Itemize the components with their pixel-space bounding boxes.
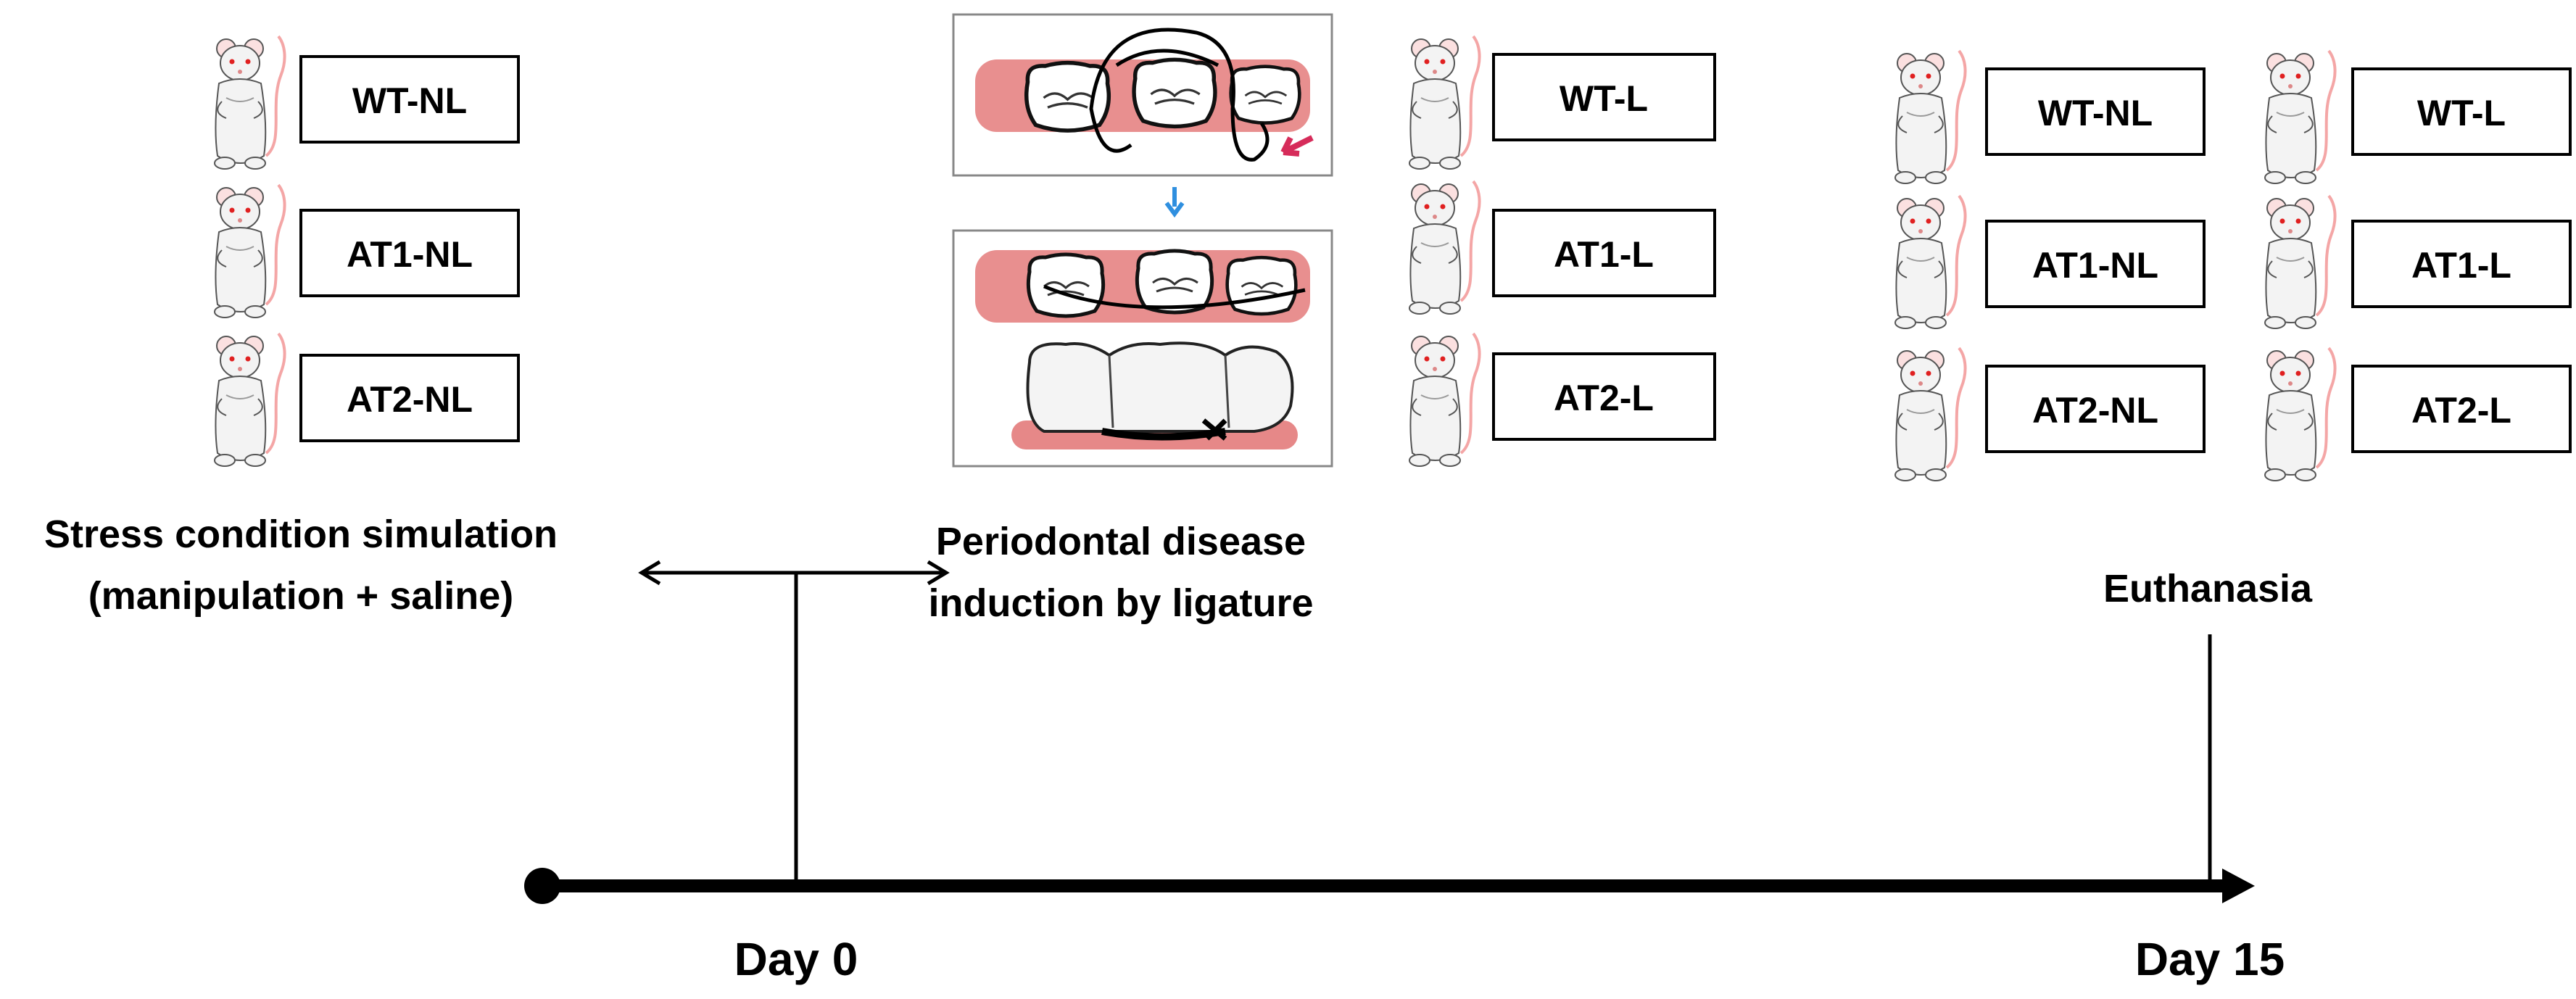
group-box <box>2351 220 2572 308</box>
group-box <box>299 209 520 297</box>
group-box <box>1985 67 2206 156</box>
rat-icon <box>213 332 286 468</box>
down-arrow-icon <box>1164 187 1185 218</box>
rat-icon <box>213 183 286 319</box>
group-box <box>1492 352 1716 441</box>
group-label: AT2-NL <box>347 379 473 420</box>
day0-label: Day 0 <box>734 933 858 985</box>
rat-icon <box>2264 347 2337 482</box>
group-label: AT1-NL <box>2032 245 2158 286</box>
group-label: AT1-NL <box>347 234 473 275</box>
stress-group-column: WT-NL AT1-NL AT2-NL <box>213 35 520 468</box>
group-box <box>2351 67 2572 156</box>
ligature-teeth-illustration <box>952 13 1333 468</box>
double-arrow-icon <box>638 560 950 586</box>
group-box <box>1985 220 2206 308</box>
rat-icon <box>1894 49 1967 185</box>
group-label: AT1-L <box>2411 245 2511 286</box>
stress-phase-title-line1: Stress condition simulation <box>44 513 558 556</box>
group-box <box>2351 365 2572 453</box>
ligature-phase-title-line1: Periodontal disease <box>936 520 1306 563</box>
group-box <box>1492 53 1716 141</box>
ligature-group-column: WT-L AT1-L AT2-L <box>1408 35 1716 468</box>
group-label: AT2-L <box>1554 378 1654 418</box>
euthanasia-group-grid: WT-NL AT1-NL AT2-NL WT-L AT1-L AT2-L <box>1894 49 2572 482</box>
rat-icon <box>1408 180 1481 315</box>
group-box <box>299 55 520 144</box>
group-box <box>1492 209 1716 297</box>
rat-icon <box>1894 194 1967 330</box>
euthanasia-title: Euthanasia <box>2103 567 2313 610</box>
group-label: WT-L <box>1560 78 1648 119</box>
group-box <box>1985 365 2206 453</box>
ligature-phase-title-line2: induction by ligature <box>928 581 1313 625</box>
rat-icon <box>213 35 286 170</box>
rat-icon <box>1408 332 1481 468</box>
group-label: WT-NL <box>352 80 467 121</box>
group-box <box>299 354 520 442</box>
rat-icon <box>2264 49 2337 185</box>
timeline-axis <box>524 868 2255 904</box>
group-label: AT2-L <box>2411 390 2511 431</box>
rat-icon <box>2264 194 2337 330</box>
rat-icon <box>1408 35 1481 170</box>
day15-label: Day 15 <box>2135 933 2285 985</box>
group-label: AT2-NL <box>2032 390 2158 431</box>
stress-phase-title-line2: (manipulation + saline) <box>88 574 514 618</box>
group-label: AT1-L <box>1554 234 1654 275</box>
rat-icon <box>1894 347 1967 482</box>
group-label: WT-L <box>2417 93 2506 133</box>
group-label: WT-NL <box>2038 93 2153 133</box>
